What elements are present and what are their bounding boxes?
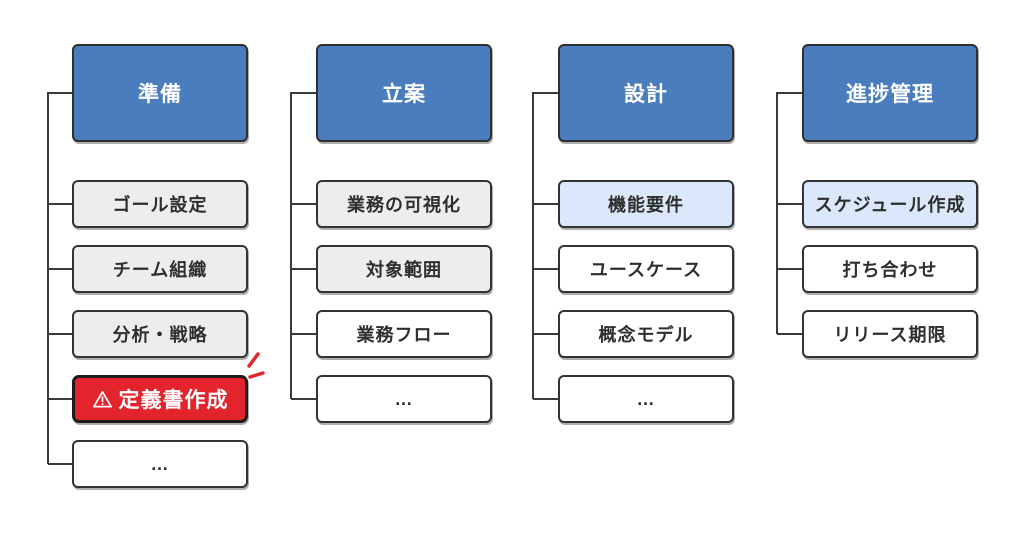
task-label: 概念モデル bbox=[598, 325, 694, 345]
task-box: … bbox=[72, 440, 248, 488]
task-label: スケジュール作成 bbox=[814, 195, 966, 215]
task-label: … bbox=[150, 453, 170, 474]
task-box: … bbox=[558, 375, 734, 423]
task-box: リリース期限 bbox=[802, 310, 978, 358]
task-box: 機能要件 bbox=[558, 180, 734, 228]
task-box: スケジュール作成 bbox=[802, 180, 978, 228]
task-box: ユースケース bbox=[558, 245, 734, 293]
task-label: 業務フロー bbox=[356, 325, 452, 345]
task-label: 業務の可視化 bbox=[347, 195, 461, 215]
task-label: リリース期限 bbox=[833, 325, 947, 345]
warning-icon bbox=[92, 390, 112, 408]
stage-header-3: 進捗管理 bbox=[802, 44, 978, 142]
task-label: 機能要件 bbox=[608, 195, 684, 215]
task-box: 分析・戦略 bbox=[72, 310, 248, 358]
task-label: … bbox=[394, 388, 414, 409]
task-box: 概念モデル bbox=[558, 310, 734, 358]
task-label: ユースケース bbox=[589, 260, 703, 280]
stage-header-0: 準備 bbox=[72, 44, 248, 142]
task-label: ゴール設定 bbox=[112, 195, 208, 215]
task-box: … bbox=[316, 375, 492, 423]
task-box: 対象範囲 bbox=[316, 245, 492, 293]
task-box-alert: 定義書作成 bbox=[72, 375, 248, 423]
stage-header-1: 立案 bbox=[316, 44, 492, 142]
stage-header-2: 設計 bbox=[558, 44, 734, 142]
task-box: 業務フロー bbox=[316, 310, 492, 358]
task-label: 分析・戦略 bbox=[112, 325, 208, 345]
task-box: チーム組織 bbox=[72, 245, 248, 293]
task-box: 業務の可視化 bbox=[316, 180, 492, 228]
task-box: 打ち合わせ bbox=[802, 245, 978, 293]
task-label: 定義書作成 bbox=[118, 389, 229, 412]
task-box: ゴール設定 bbox=[72, 180, 248, 228]
task-label: 対象範囲 bbox=[366, 260, 442, 280]
task-label: 打ち合わせ bbox=[842, 260, 938, 280]
task-label: … bbox=[636, 388, 656, 409]
emphasis-marks bbox=[247, 352, 265, 379]
task-label: チーム組織 bbox=[112, 260, 208, 280]
